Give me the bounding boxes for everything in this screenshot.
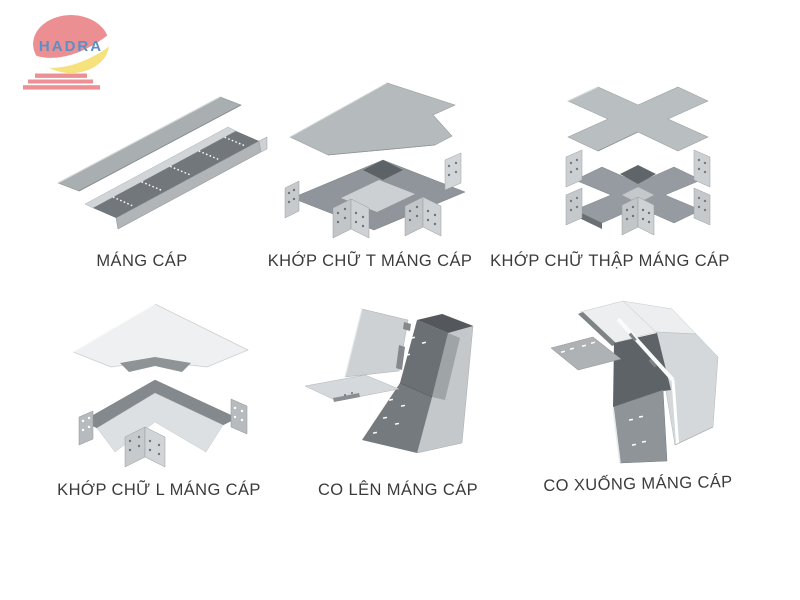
logo-pedestal (23, 73, 100, 90)
product-label-co-xuong: CO XUỐNG MÁNG CÁP (543, 473, 733, 495)
hadra-logo-graphic: HADRA (23, 15, 109, 90)
product-figure-khop-chu-t (283, 82, 473, 247)
product-figure-mang-cap (55, 85, 270, 240)
l-joint-cable-tray-graphic (72, 303, 249, 468)
t-joint-cable-tray-graphic (284, 82, 466, 239)
product-figure-co-xuong (545, 295, 760, 465)
product-label-khop-chu-l: KHỚP CHỮ L MÁNG CÁP (57, 481, 261, 499)
product-label-mang-cap: MÁNG CÁP (96, 252, 188, 270)
straight-cable-tray-graphic (57, 96, 268, 230)
product-figure-khop-chu-thap (538, 77, 738, 247)
riser-down-cable-tray-graphic (550, 300, 719, 464)
product-figure-co-len (305, 300, 495, 470)
cross-joint-cable-tray-graphic (565, 86, 711, 236)
product-label-khop-chu-thap: KHỚP CHỮ THẬP MÁNG CÁP (490, 252, 730, 270)
logo-brand-text: HADRA (39, 38, 103, 55)
hadra-logo: HADRA (14, 6, 124, 106)
product-label-co-len: CO LÊN MÁNG CÁP (317, 481, 479, 499)
product-label-khop-chu-t: KHỚP CHỮ T MÁNG CÁP (267, 252, 473, 270)
product-figure-khop-chu-l (60, 300, 265, 470)
riser-up-cable-tray-graphic (305, 308, 474, 454)
